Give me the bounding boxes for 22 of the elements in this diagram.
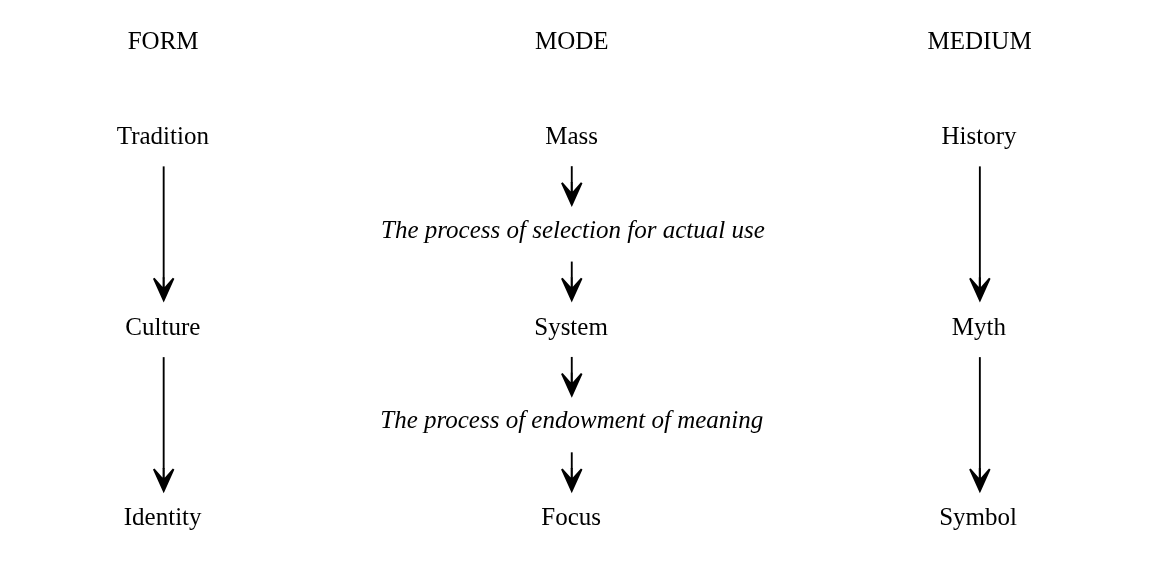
node-text: The process of endowment of meaning	[380, 406, 764, 434]
node-text: Focus	[541, 503, 602, 531]
label: FORM	[127, 26, 199, 54]
arrow	[969, 165, 991, 302]
arrow	[560, 260, 583, 302]
node-text: The process of selection for actual use	[381, 215, 765, 243]
node-text: History	[941, 121, 1017, 149]
label: MODE	[535, 26, 609, 54]
arrow	[560, 356, 583, 397]
node-text: Identity	[123, 503, 202, 531]
node-text: Culture	[125, 312, 201, 340]
node-text: Mass	[545, 121, 598, 149]
arrow	[560, 165, 583, 206]
arrow	[969, 356, 991, 492]
arrow	[152, 356, 175, 492]
node-text: Symbol	[939, 503, 1017, 531]
node-text: Tradition	[116, 121, 209, 149]
arrow	[152, 165, 175, 302]
node-text: System	[534, 312, 608, 340]
label: MEDIUM	[927, 26, 1032, 54]
node-text: Myth	[951, 312, 1006, 340]
arrow	[560, 451, 583, 492]
